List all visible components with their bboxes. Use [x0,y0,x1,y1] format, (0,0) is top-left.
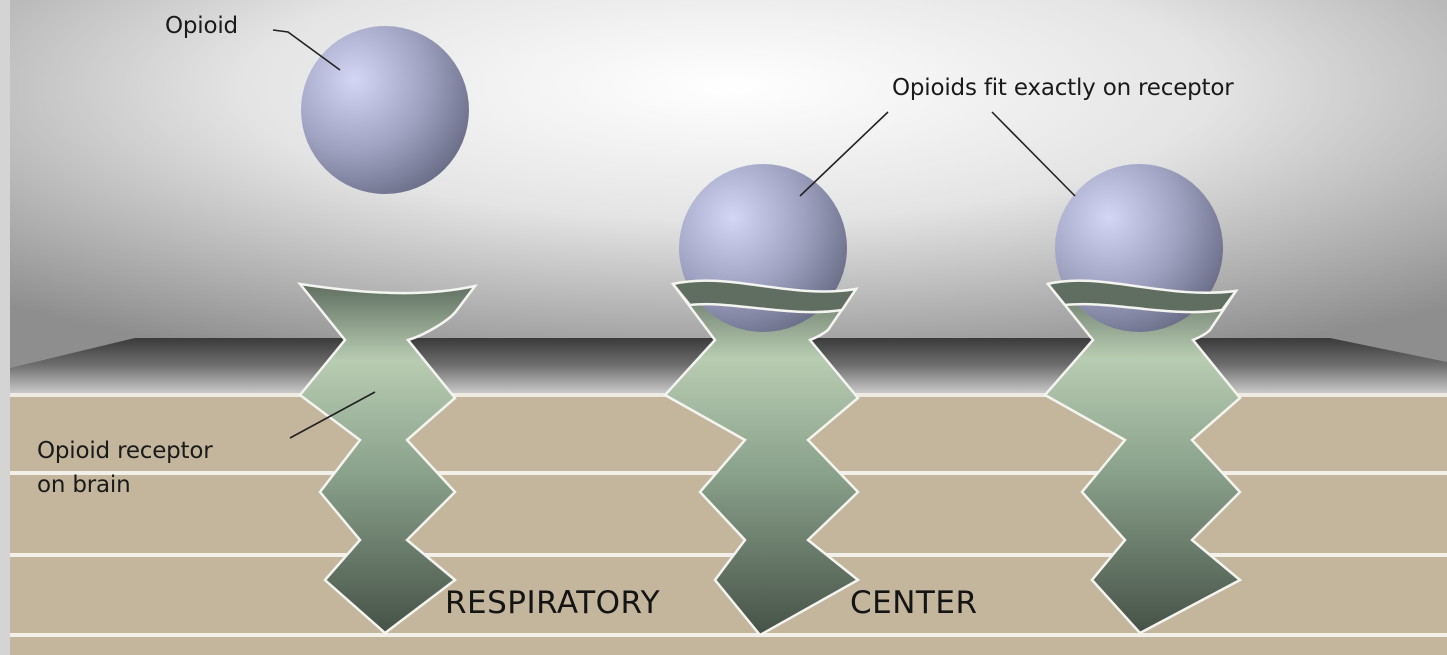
label-opioid: Opioid [165,12,238,41]
label-respiratory: RESPIRATORY [445,584,660,623]
tissue-fill [10,394,1447,655]
label-opioids-fit: Opioids fit exactly on receptor [892,74,1234,103]
label-receptor-line1: Opioid receptor [37,437,213,466]
tissue-line-3 [10,633,1447,637]
opioid-sphere-icon [301,26,469,194]
label-receptor-line2: on brain [37,471,130,500]
label-center: CENTER [850,584,977,623]
tissue-line-2 [10,553,1447,557]
